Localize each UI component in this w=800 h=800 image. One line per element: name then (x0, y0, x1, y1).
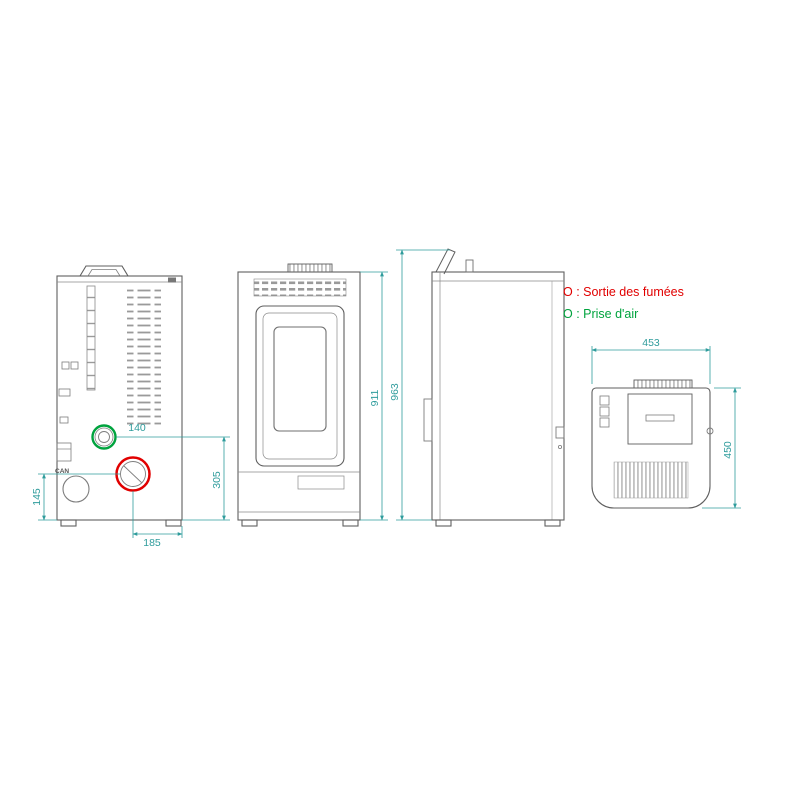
door-top-outline (627, 393, 693, 445)
top-grille (253, 278, 347, 297)
dim-305-label: 305 (211, 471, 223, 489)
foot (241, 519, 258, 527)
foot (544, 519, 561, 527)
front-dimensions (360, 271, 388, 521)
foot (165, 519, 182, 527)
ash-drawer (297, 475, 345, 490)
top-vent-cap (287, 263, 333, 273)
bottom-grille-top (613, 461, 689, 499)
side-dimensions (396, 249, 450, 521)
top-view (591, 379, 714, 509)
air-intake-circle (91, 424, 117, 450)
dim-145-label: 145 (31, 488, 43, 506)
legend-smoke-outlet: O : Sortie des fumées (563, 285, 684, 299)
can-label: CAN (55, 468, 69, 475)
rear-view: CAN (55, 265, 183, 527)
rear-outlet-side (423, 398, 433, 442)
latch-top (706, 427, 714, 435)
rear-vent-louvers (127, 287, 161, 427)
dim-185-label: 185 (143, 537, 161, 549)
cable-gland-circle (62, 475, 90, 503)
rear-dimensions (38, 436, 230, 538)
power-inlet (56, 442, 72, 462)
door-latch (555, 426, 565, 439)
rear-top-connector (168, 277, 176, 283)
foot (60, 519, 77, 527)
flue-stub (465, 259, 474, 273)
vertical-slot (86, 285, 96, 391)
side-view (423, 248, 565, 527)
top-dimensions (591, 346, 741, 509)
dim-963-label: 963 (389, 383, 401, 401)
dim-453-label: 453 (642, 337, 660, 349)
open-lid (435, 248, 456, 275)
legend-air-intake: O : Prise d'air (563, 307, 638, 321)
handle (79, 265, 129, 277)
door-glass (273, 326, 327, 432)
dim-911-label: 911 (369, 389, 381, 406)
front-view (237, 263, 361, 527)
foot (435, 519, 452, 527)
handle-slot (645, 414, 675, 422)
dim-140-label: 140 (128, 422, 146, 434)
foot (342, 519, 359, 527)
legend: O : Sortie des fumées O : Prise d'air (563, 285, 684, 321)
dim-450-label: 450 (722, 441, 734, 459)
door-frame (255, 305, 345, 467)
